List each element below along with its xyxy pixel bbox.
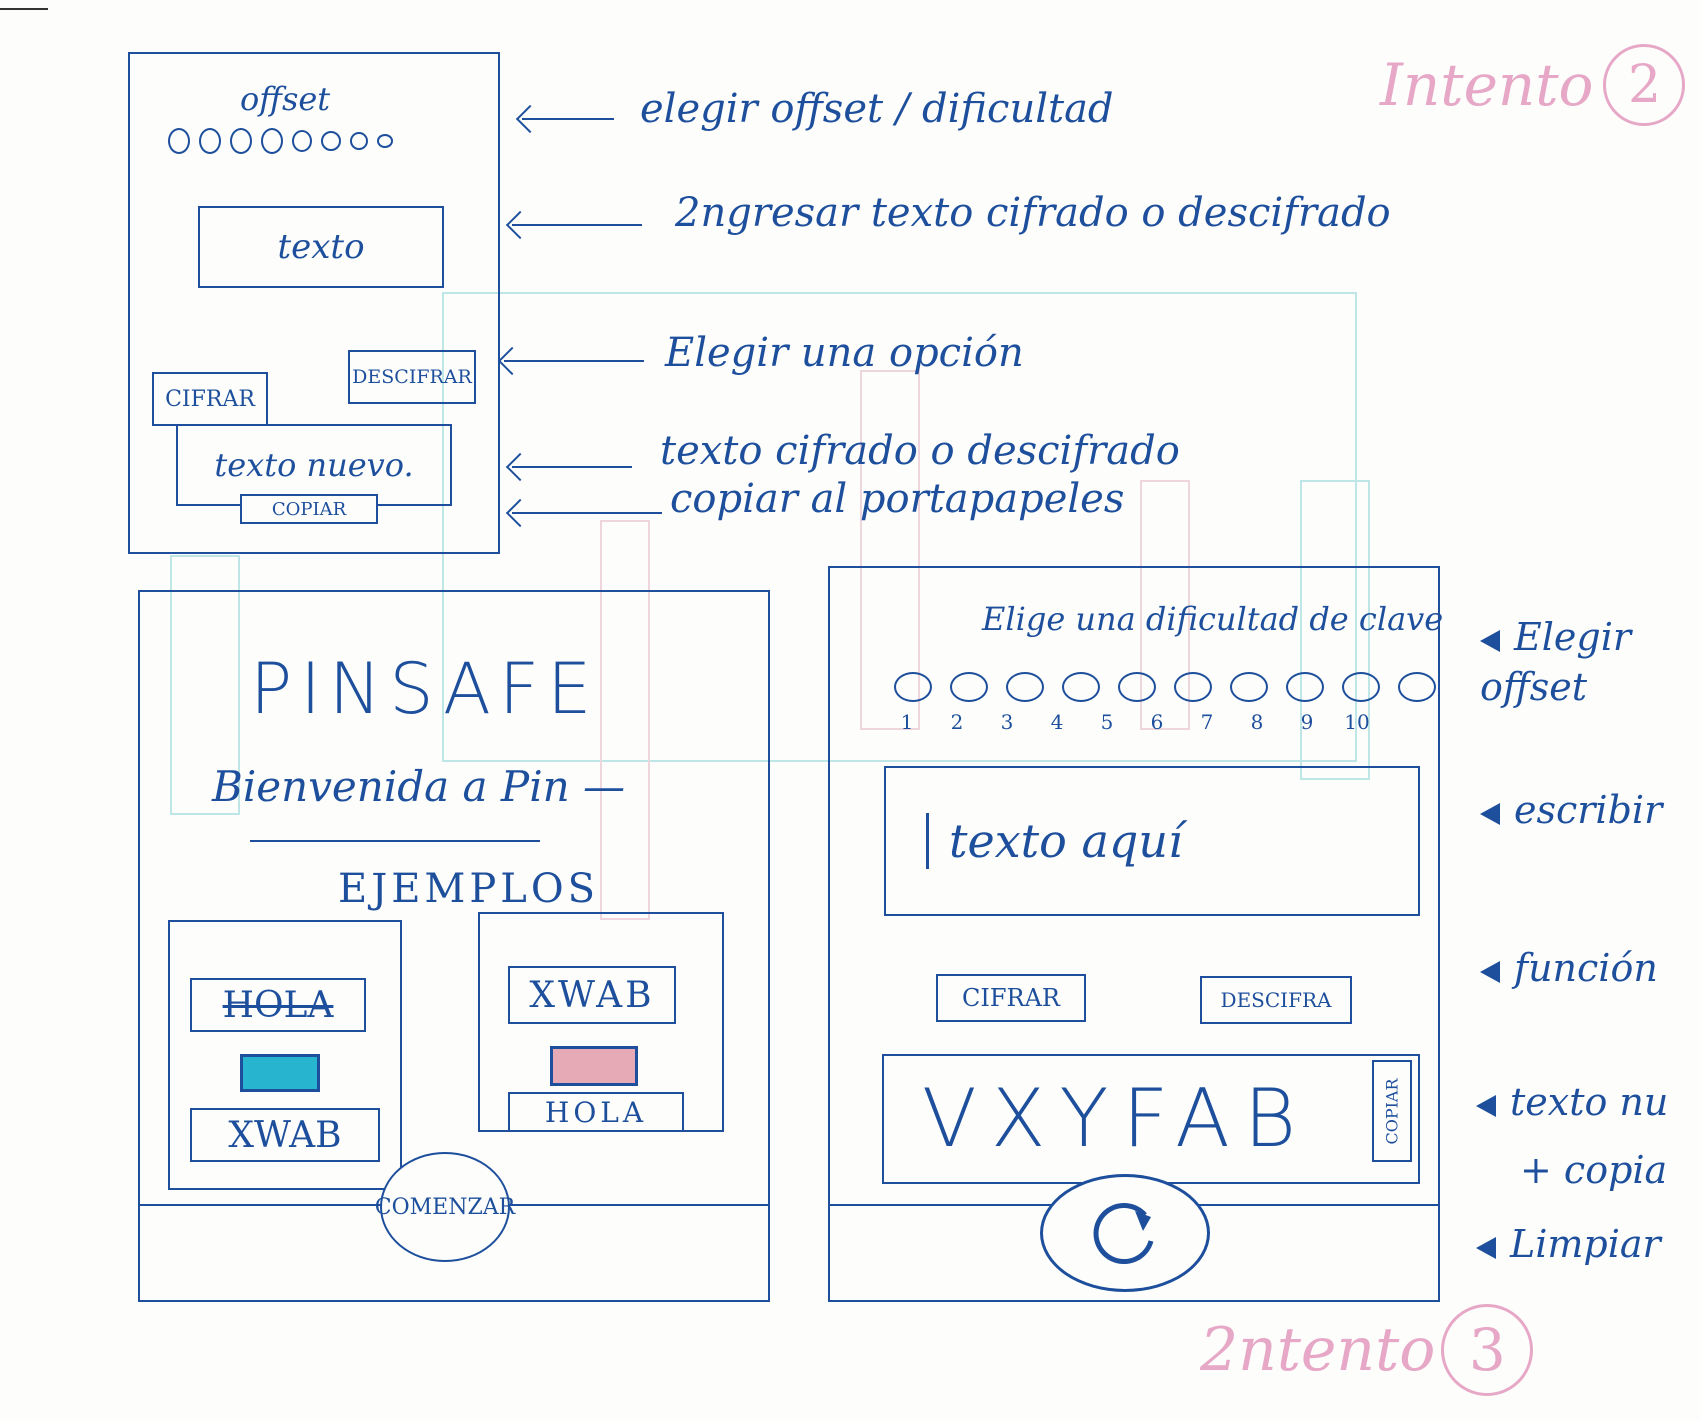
sketch2-example-right-output: HOLA xyxy=(508,1092,684,1132)
sketch3-difficulty-selector[interactable] xyxy=(888,672,1442,702)
annotation-limpiar: Limpiar xyxy=(1476,1222,1661,1266)
attempt-label-top: Intento 2 xyxy=(1380,40,1686,130)
attempt-number-top: 2 xyxy=(1603,44,1686,126)
sketch2-example-left-cipher-swatch xyxy=(240,1054,320,1092)
annotation-texto-nuevo-text: texto nu xyxy=(1510,1080,1669,1124)
sketch3-difficulty-numbers: 1 2 3 4 5 6 7 8 9 10 xyxy=(882,710,1382,734)
attempt-number-bottom-text: 3 xyxy=(1468,1316,1506,1384)
annotation-copia-text: + copia xyxy=(1520,1148,1668,1192)
level-5: 5 xyxy=(1100,710,1114,734)
attempt-number-bottom: 3 xyxy=(1441,1304,1534,1396)
annotation-input: 2ngresar texto cifrado o descifrado xyxy=(675,190,1391,236)
sketch2-examples-title: EJEMPLOS xyxy=(338,866,600,912)
sketch3-heading: Elige una dificultad de clave xyxy=(982,600,1444,638)
level-7: 7 xyxy=(1200,710,1214,734)
level-10: 10 xyxy=(1344,710,1370,734)
annotation-arrow-4 xyxy=(512,466,632,468)
sketch1-copy-button[interactable]: COPIAR xyxy=(240,494,378,524)
sketch2-example-right-input: XWAB xyxy=(508,966,676,1024)
sketch2-phone-frame: PINSAFE Bienvenida a Pin — EJEMPLOS HOLA… xyxy=(138,590,770,1302)
level-1: 1 xyxy=(900,710,914,734)
annotation-limpiar-text: Limpiar xyxy=(1510,1222,1661,1266)
sketch3-reset-button[interactable] xyxy=(1040,1174,1210,1292)
sketch2-start-button[interactable]: COMENZAR xyxy=(375,1152,515,1262)
sketch2-example-right: XWAB HOLA xyxy=(478,912,724,1132)
sketch3-output-text: VXYFAB xyxy=(922,1072,1311,1165)
sketch2-welcome-line xyxy=(250,840,540,842)
refresh-icon xyxy=(1093,1203,1154,1264)
annotation-escribir: escribir xyxy=(1480,788,1662,832)
sketch3-copy-button[interactable]: COPIAR xyxy=(1372,1060,1412,1162)
sketch1-offset-selector[interactable] xyxy=(168,128,393,154)
sketch3-output-box: VXYFAB COPIAR xyxy=(882,1054,1420,1184)
annotation-elegir-offset-text: Elegir offset xyxy=(1480,615,1632,709)
sketch3-text-input[interactable]: texto aquí xyxy=(884,766,1420,916)
annotation-option: Elegir una opción xyxy=(665,330,1024,376)
attempt-label-bottom-text: 2ntento xyxy=(1200,1315,1436,1385)
triangle-pointer-icon xyxy=(1480,802,1500,825)
sketch2-example-left: HOLA XWAB xyxy=(168,920,402,1190)
sketch1-cipher-button[interactable]: CIFRAR xyxy=(152,372,268,426)
sketch2-example-left-input: HOLA xyxy=(190,978,366,1032)
sketch3-decipher-button[interactable]: DESCIFRA xyxy=(1200,976,1352,1024)
level-6: 6 xyxy=(1150,710,1164,734)
sketch3-copy-button-label: COPIAR xyxy=(1382,1077,1402,1145)
sketch1-phone-frame: offset texto CIFRAR DESCIFRAR texto nuev… xyxy=(128,52,500,554)
attempt-label-top-text: Intento xyxy=(1380,51,1594,119)
annotation-funcion-text: función xyxy=(1514,946,1658,990)
level-8: 8 xyxy=(1250,710,1264,734)
attempt-label-bottom: 2ntento 3 xyxy=(1200,1300,1534,1400)
sketch2-example-left-output: XWAB xyxy=(190,1108,380,1162)
annotation-copy: copiar al portapapeles xyxy=(670,476,1125,522)
sketch2-welcome-text: Bienvenida a Pin — xyxy=(212,762,626,811)
annotation-texto-nuevo: texto nu xyxy=(1476,1080,1668,1124)
annotation-funcion: función xyxy=(1480,946,1658,990)
level-9: 9 xyxy=(1300,710,1314,734)
sketch1-offset-label: offset xyxy=(240,80,331,118)
annotation-arrow-2 xyxy=(512,224,642,226)
attempt-number-top-text: 2 xyxy=(1627,55,1662,115)
triangle-pointer-icon xyxy=(1476,1236,1496,1259)
sketch3-text-input-placeholder: texto aquí xyxy=(949,814,1183,868)
level-3: 3 xyxy=(1000,710,1014,734)
sketch2-app-title: PINSAFE xyxy=(250,648,600,730)
annotation-elegir-offset: Elegir offset xyxy=(1480,612,1690,712)
annotation-arrow-3 xyxy=(504,360,644,362)
level-4: 4 xyxy=(1050,710,1064,734)
triangle-pointer-icon xyxy=(1476,1094,1496,1117)
annotation-copia: + copia xyxy=(1520,1148,1667,1192)
annotation-output: texto cifrado o descifrado xyxy=(660,428,1180,474)
annotation-arrow-5 xyxy=(512,512,662,514)
text-cursor xyxy=(926,813,929,869)
triangle-pointer-icon xyxy=(1480,629,1500,652)
sketch2-example-right-decipher-swatch xyxy=(550,1046,638,1086)
level-2: 2 xyxy=(950,710,964,734)
annotation-offset: elegir offset / dificultad xyxy=(640,86,1114,132)
corner-mark xyxy=(0,8,48,10)
annotation-escribir-text: escribir xyxy=(1514,788,1663,832)
sketch1-decipher-button[interactable]: DESCIFRAR xyxy=(348,350,476,404)
sketch1-text-input[interactable]: texto xyxy=(198,206,444,288)
annotation-arrow-1 xyxy=(522,118,614,120)
triangle-pointer-icon xyxy=(1480,960,1500,983)
sketch3-cipher-button[interactable]: CIFRAR xyxy=(936,974,1086,1022)
